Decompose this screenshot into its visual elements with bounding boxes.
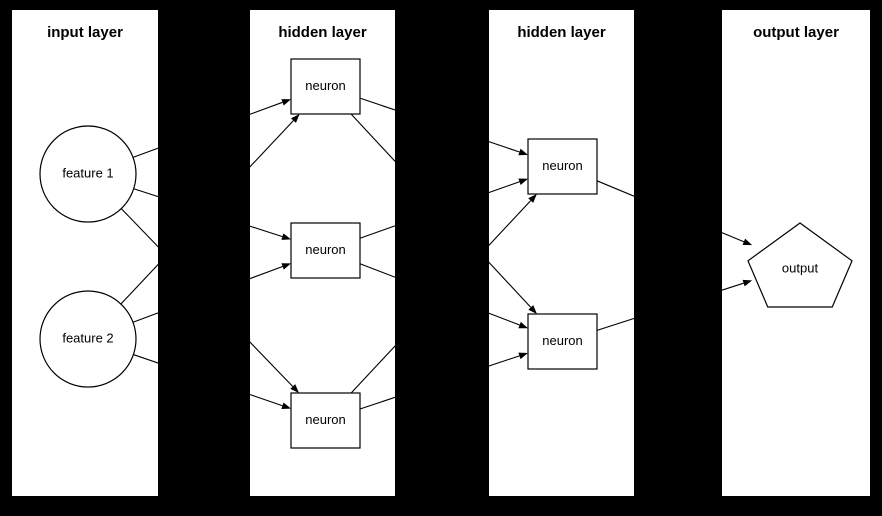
node-label-hidden1-neuron-1: neuron (305, 78, 345, 93)
layer-title-hidden-1: hidden layer (278, 24, 367, 41)
node-label-hidden1-neuron-3: neuron (305, 412, 345, 427)
node-hidden2-neuron-2[interactable] (527, 313, 598, 370)
node-output-node[interactable] (747, 222, 853, 308)
node-feature-2[interactable] (39, 290, 137, 388)
node-hidden1-neuron-1[interactable] (290, 58, 361, 115)
layer-title-output: output layer (753, 24, 839, 41)
node-feature-1[interactable] (39, 125, 137, 223)
layer-title-input: input layer (47, 24, 123, 41)
node-label-feature-1: feature 1 (62, 165, 113, 180)
layer-title-hidden-2: hidden layer (517, 24, 606, 41)
node-label-output-node: output (782, 260, 819, 275)
node-hidden2-neuron-1[interactable] (527, 138, 598, 195)
node-label-hidden2-neuron-1: neuron (542, 158, 582, 173)
node-hidden1-neuron-2[interactable] (290, 222, 361, 279)
node-hidden1-neuron-3[interactable] (290, 392, 361, 449)
node-label-hidden1-neuron-2: neuron (305, 242, 345, 257)
node-label-hidden2-neuron-2: neuron (542, 333, 582, 348)
node-label-feature-2: feature 2 (62, 330, 113, 345)
